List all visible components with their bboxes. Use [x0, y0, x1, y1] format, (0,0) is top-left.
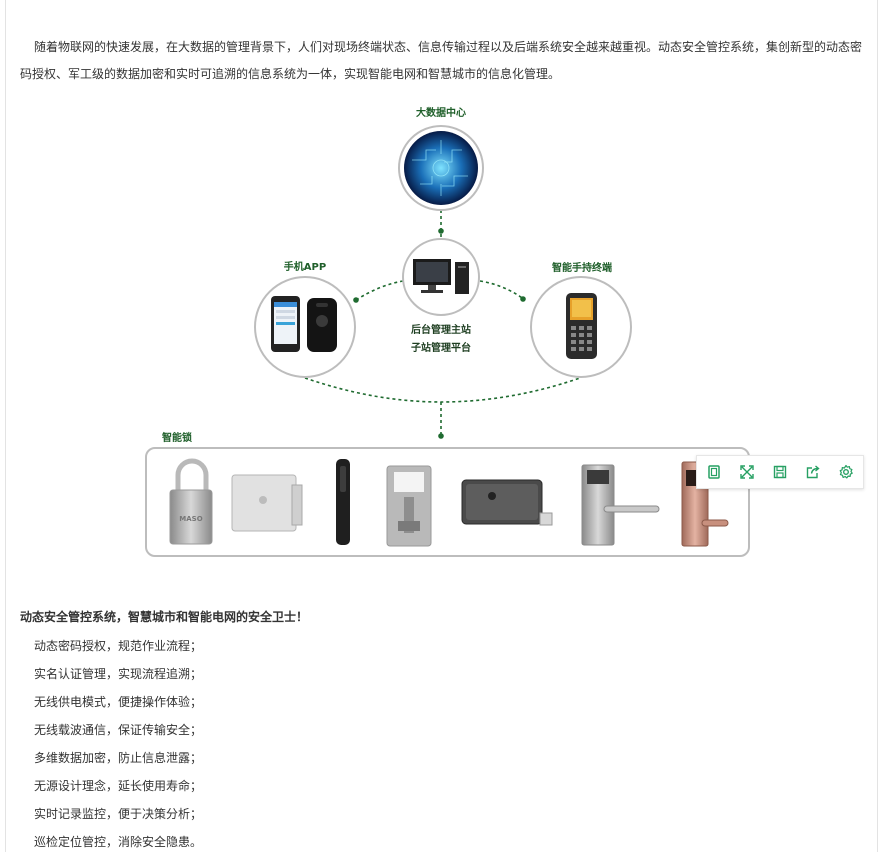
- fullscreen-button[interactable]: [730, 456, 763, 488]
- system-diagram: 大数据中心 后台管理主站 子站管理平台 手机APP: [145, 106, 750, 557]
- feature-item: 无线供电模式，便捷操作体验；: [34, 695, 203, 709]
- handheld-label: 智能手持终端: [552, 261, 612, 274]
- lever-lock-icon: [581, 464, 660, 546]
- center-label-2: 子站管理平台: [411, 341, 471, 354]
- connector-dots: [353, 228, 526, 439]
- feature-item: 巡检定位管控，消除安全隐患。: [34, 835, 203, 849]
- cabinet-lock-icon: [231, 474, 303, 532]
- settings-icon: [839, 464, 853, 479]
- computer-icon: [413, 259, 469, 294]
- headline: 动态安全管控系统，智慧城市和智能电网的安全卫士！: [20, 610, 309, 624]
- bigdata-node: 大数据中心: [398, 106, 484, 211]
- fullscreen-icon: [739, 465, 754, 479]
- share-icon: [806, 465, 820, 479]
- server-node: 后台管理主站 子站管理平台: [402, 238, 480, 354]
- crop-icon: [707, 465, 720, 479]
- locks-label: 智能锁: [162, 431, 192, 444]
- feature-item: 无线载波通信，保证传输安全；: [34, 723, 203, 737]
- feature-item: 无源设计理念，延长使用寿命；: [34, 779, 203, 793]
- rim-lock-icon: [461, 479, 553, 526]
- feature-item: 动态密码授权，规范作业流程；: [34, 639, 203, 653]
- handle-lock-icon: [336, 459, 350, 545]
- key-fob-icon: [307, 298, 337, 352]
- save-icon: [773, 465, 786, 479]
- handheld-node: 智能手持终端: [530, 261, 632, 378]
- center-label-1: 后台管理主站: [411, 323, 471, 336]
- mobile-app-label: 手机APP: [284, 260, 326, 273]
- share-button[interactable]: [796, 456, 829, 488]
- image-toolbar: [696, 455, 864, 489]
- crop-button[interactable]: [697, 456, 730, 488]
- bigdata-label: 大数据中心: [416, 106, 466, 119]
- feature-item: 实时记录监控，便于决策分析；: [34, 807, 203, 821]
- padlock-icon: MASO: [169, 458, 213, 545]
- save-button[interactable]: [763, 456, 796, 488]
- intro-paragraph: 随着物联网的快速发展，在大数据的管理背景下，人们对现场终端状态、信息传输过程以及…: [20, 40, 863, 81]
- feature-list: 动态密码授权，规范作业流程； 实名认证管理，实现流程追溯； 无线供电模式，便捷操…: [34, 632, 202, 856]
- smartphone-icon: [271, 296, 300, 352]
- settings-button[interactable]: [829, 456, 862, 488]
- connector-lines: [304, 210, 581, 436]
- content-frame: [5, 0, 878, 852]
- door-lock-panel-icon: [386, 465, 432, 547]
- feature-item: 多维数据加密，防止信息泄露；: [34, 751, 203, 765]
- mobile-app-node: 手机APP: [254, 260, 356, 378]
- padlock-brand: MASO: [179, 515, 202, 523]
- circuit-icon: [412, 140, 468, 196]
- feature-item: 实名认证管理，实现流程追溯；: [34, 667, 203, 681]
- handheld-terminal-icon: [566, 293, 597, 359]
